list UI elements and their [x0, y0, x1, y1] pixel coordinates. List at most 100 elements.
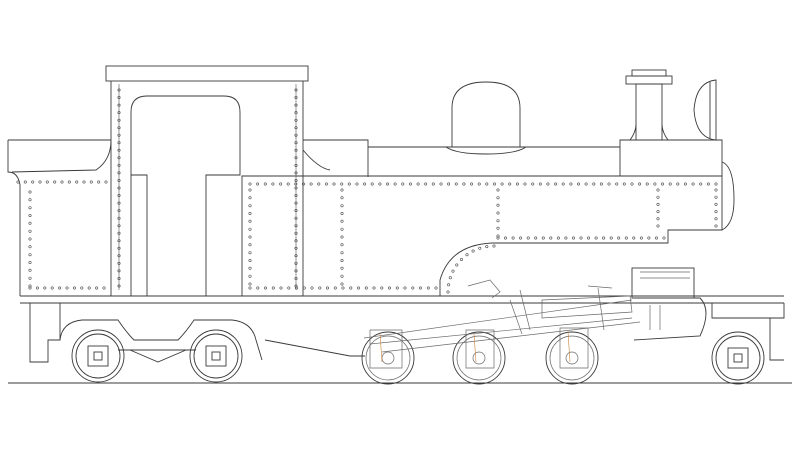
bunker — [7, 139, 369, 296]
rivet — [546, 182, 550, 186]
rivet — [340, 182, 344, 186]
rivet — [387, 286, 391, 290]
rivet — [602, 236, 606, 240]
rivet — [340, 219, 344, 223]
valve-gear — [363, 279, 641, 369]
rivet — [492, 244, 496, 248]
rivet — [248, 182, 252, 186]
rivet — [586, 236, 590, 240]
rivet — [434, 286, 438, 290]
rivet — [676, 182, 680, 186]
rivet — [448, 276, 452, 280]
rivet — [714, 195, 718, 199]
rivet — [615, 182, 619, 186]
rivet — [294, 239, 298, 243]
smokebox — [721, 161, 735, 231]
rivet — [117, 224, 121, 228]
rivet — [714, 182, 718, 186]
rivet — [341, 286, 345, 290]
rivet — [279, 286, 283, 290]
rivet — [117, 284, 121, 288]
rivet — [385, 182, 389, 186]
rivet — [294, 194, 298, 198]
rivet — [541, 236, 545, 240]
rivet — [28, 253, 32, 257]
rivet — [370, 182, 374, 186]
rivet — [256, 286, 260, 290]
rivet — [496, 196, 500, 200]
boiler — [368, 139, 723, 176]
rivet — [576, 182, 580, 186]
rivet — [294, 118, 298, 122]
rivet — [496, 188, 500, 192]
rivet — [393, 182, 397, 186]
rivet — [607, 182, 611, 186]
rivet — [248, 258, 252, 262]
rivet — [554, 182, 558, 186]
rivet — [340, 266, 344, 270]
cab-roof — [105, 65, 309, 82]
rivet — [117, 246, 121, 250]
rivet — [451, 269, 455, 273]
rivet — [662, 236, 666, 240]
rivet — [43, 286, 47, 290]
rivet — [638, 182, 642, 186]
rivet — [117, 148, 121, 152]
rivet — [549, 236, 553, 240]
rivet — [95, 286, 99, 290]
rivet — [50, 286, 54, 290]
rivet — [28, 268, 32, 272]
rivet — [496, 203, 500, 207]
rivet — [294, 216, 298, 220]
rivet — [294, 171, 298, 175]
rivet — [324, 182, 328, 186]
rivet — [60, 180, 64, 184]
leading-bogie — [711, 331, 765, 385]
cylinder — [631, 267, 707, 341]
rivet — [683, 182, 687, 186]
rivet — [294, 126, 298, 130]
rivet — [426, 286, 430, 290]
rivet — [263, 286, 267, 290]
cab — [105, 65, 309, 296]
rivet — [294, 231, 298, 235]
rivet — [117, 118, 121, 122]
rear-bogie — [59, 319, 263, 383]
rivet — [340, 188, 344, 192]
rivet — [102, 286, 106, 290]
rivet — [656, 224, 660, 228]
rivet — [117, 126, 121, 130]
rivet — [439, 182, 443, 186]
rivet — [564, 236, 568, 240]
rivet — [248, 219, 252, 223]
rivet — [317, 182, 321, 186]
rivet — [340, 204, 344, 208]
rivet — [87, 286, 91, 290]
rivet — [117, 111, 121, 115]
rivet — [117, 103, 121, 107]
rivet — [714, 224, 718, 228]
rivet — [117, 231, 121, 235]
rivet — [117, 209, 121, 213]
rivet — [294, 141, 298, 145]
rivet — [691, 182, 695, 186]
rivet — [477, 182, 481, 186]
rivet — [294, 163, 298, 167]
rivet — [325, 286, 329, 290]
rivet — [117, 88, 121, 92]
rivet — [294, 156, 298, 160]
rivet — [340, 227, 344, 231]
rivet — [117, 163, 121, 167]
rivet — [378, 182, 382, 186]
rivet — [28, 286, 32, 290]
headlamp — [693, 79, 717, 141]
rivet — [569, 182, 573, 186]
rivet — [248, 188, 252, 192]
rivet — [699, 182, 703, 186]
rivet — [117, 179, 121, 183]
rivet — [294, 209, 298, 213]
rivet — [318, 286, 322, 290]
rivet — [459, 257, 463, 261]
rivet — [294, 201, 298, 205]
